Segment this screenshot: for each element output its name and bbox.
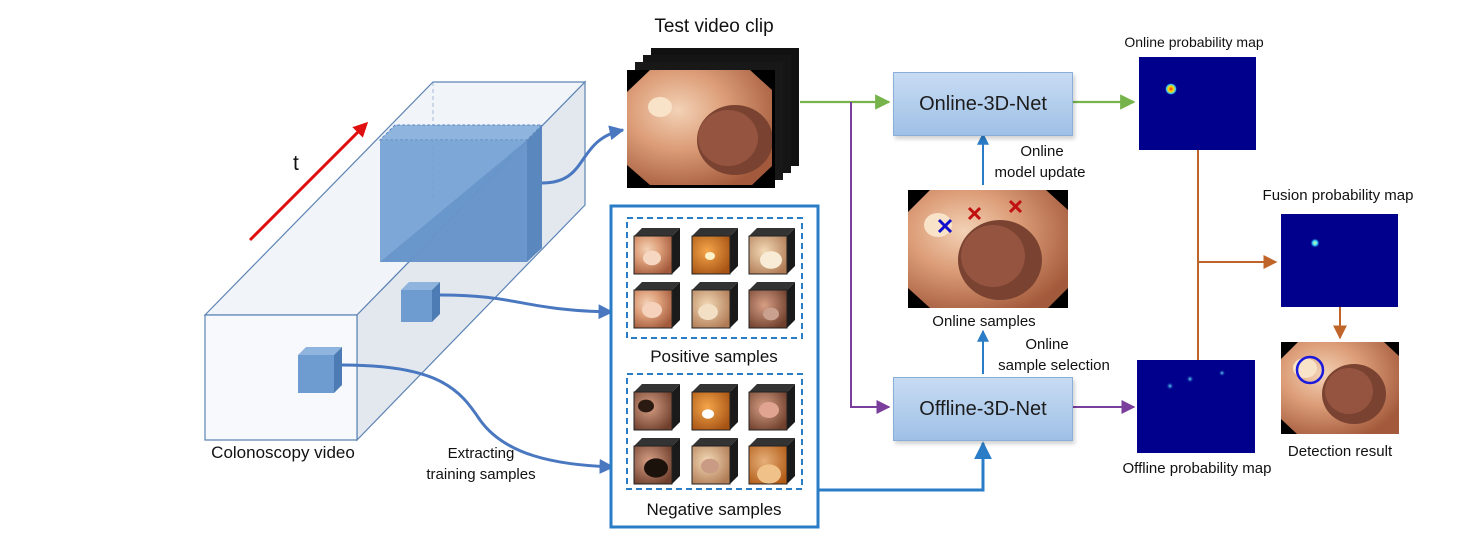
online-samples-label: Online samples bbox=[932, 313, 1036, 330]
purple-arrow-clip-to-offline bbox=[850, 102, 891, 414]
small-positive-cube bbox=[401, 282, 440, 322]
offline-probability-map bbox=[1137, 360, 1255, 453]
sample-cube bbox=[748, 438, 795, 485]
fusion-probability-map-label: Fusion probability map bbox=[1262, 187, 1414, 204]
sample-cube bbox=[691, 384, 738, 431]
training-samples-label: training samples bbox=[426, 466, 536, 483]
time-arrow bbox=[248, 121, 369, 242]
positive-samples-group bbox=[626, 217, 803, 339]
negative-sample-cubes bbox=[633, 384, 795, 485]
fusion-branch-lines bbox=[1197, 150, 1276, 360]
colonoscopy-video-label: Colonoscopy video bbox=[211, 443, 355, 462]
offline-3d-net-label: Offline-3D-Net bbox=[919, 397, 1047, 420]
small-negative-cube bbox=[298, 347, 342, 393]
model-update-label-2: model update bbox=[994, 164, 1086, 181]
online-samples-image bbox=[908, 190, 1068, 308]
online-3d-net-node: Online-3D-Net bbox=[893, 72, 1073, 136]
sample-cube bbox=[691, 438, 738, 485]
offline-probability-map-label: Offline probability map bbox=[1122, 460, 1272, 477]
positive-extraction-curve bbox=[439, 293, 614, 320]
sample-cube bbox=[633, 438, 680, 485]
sample-cube bbox=[633, 384, 680, 431]
positive-sample-cubes bbox=[633, 228, 795, 329]
negative-samples-group bbox=[626, 373, 803, 490]
negative-sample-marker bbox=[967, 206, 982, 221]
sample-selection-label-2: sample selection bbox=[998, 357, 1110, 374]
training-to-offline-arrow bbox=[818, 441, 992, 492]
negative-extraction-curve bbox=[341, 363, 615, 475]
extracting-label: Extracting bbox=[447, 445, 515, 462]
online-probability-map bbox=[1139, 57, 1256, 150]
sample-cube bbox=[691, 228, 738, 275]
model-update-label-1: Online bbox=[1020, 143, 1064, 160]
sample-cube bbox=[748, 228, 795, 275]
detection-result-label: Detection result bbox=[1287, 443, 1393, 460]
sample-cube bbox=[633, 282, 680, 329]
positive-samples-label: Positive samples bbox=[650, 347, 778, 366]
clip-extraction-curve bbox=[541, 125, 625, 185]
negative-sample-marker bbox=[1008, 199, 1023, 214]
time-axis-label: t bbox=[293, 152, 299, 175]
positive-sample-marker bbox=[937, 218, 953, 234]
sample-cube bbox=[691, 282, 738, 329]
sample-cube bbox=[748, 282, 795, 329]
sample-cube bbox=[633, 228, 680, 275]
offline-3d-net-node: Offline-3D-Net bbox=[893, 377, 1073, 441]
online-3d-net-label: Online-3D-Net bbox=[919, 92, 1047, 115]
fusion-probability-map bbox=[1281, 214, 1398, 307]
sample-selection-label-1: Online bbox=[1025, 336, 1069, 353]
online-probability-map-label: Online probability map bbox=[1124, 34, 1264, 50]
large-clip-cube bbox=[378, 124, 544, 262]
detection-result-image bbox=[1281, 342, 1399, 434]
detection-circle bbox=[1295, 355, 1325, 385]
sample-cube bbox=[748, 384, 795, 431]
test-video-clip-stack bbox=[627, 48, 799, 188]
negative-samples-label: Negative samples bbox=[646, 500, 782, 519]
test-video-clip-label: Test video clip bbox=[654, 16, 774, 37]
